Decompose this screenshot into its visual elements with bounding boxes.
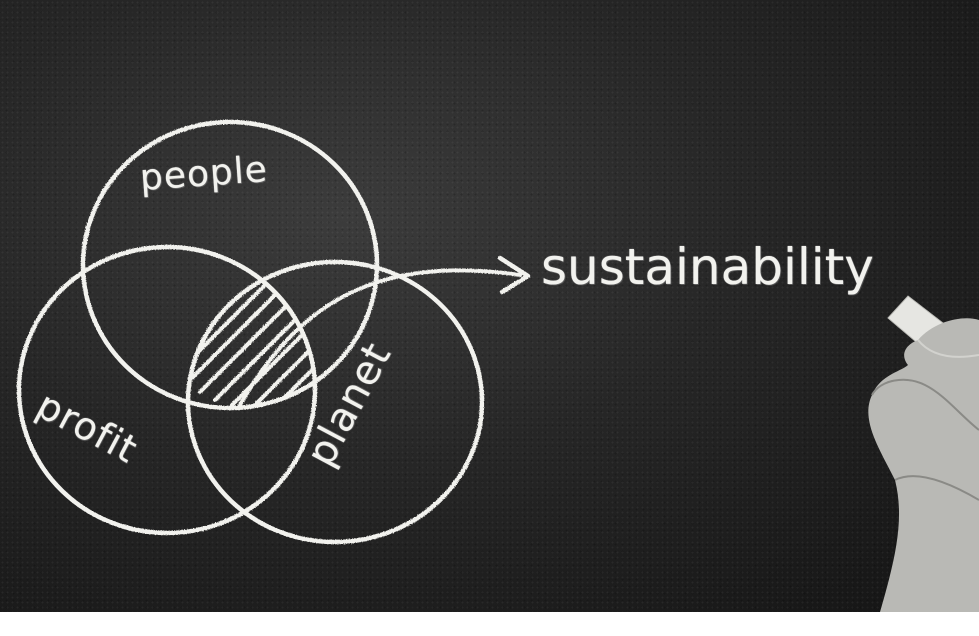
circle-profit xyxy=(16,244,318,536)
circle-people xyxy=(80,119,380,411)
chalkboard: people profit planet sustainability xyxy=(0,0,979,612)
arrow-right-icon xyxy=(497,255,531,295)
arrow-line xyxy=(238,268,522,407)
label-sustainability: sustainability xyxy=(541,238,874,296)
venn-diagram xyxy=(16,119,979,612)
circle-planet xyxy=(185,259,485,545)
hand-holding-chalk xyxy=(868,295,979,612)
